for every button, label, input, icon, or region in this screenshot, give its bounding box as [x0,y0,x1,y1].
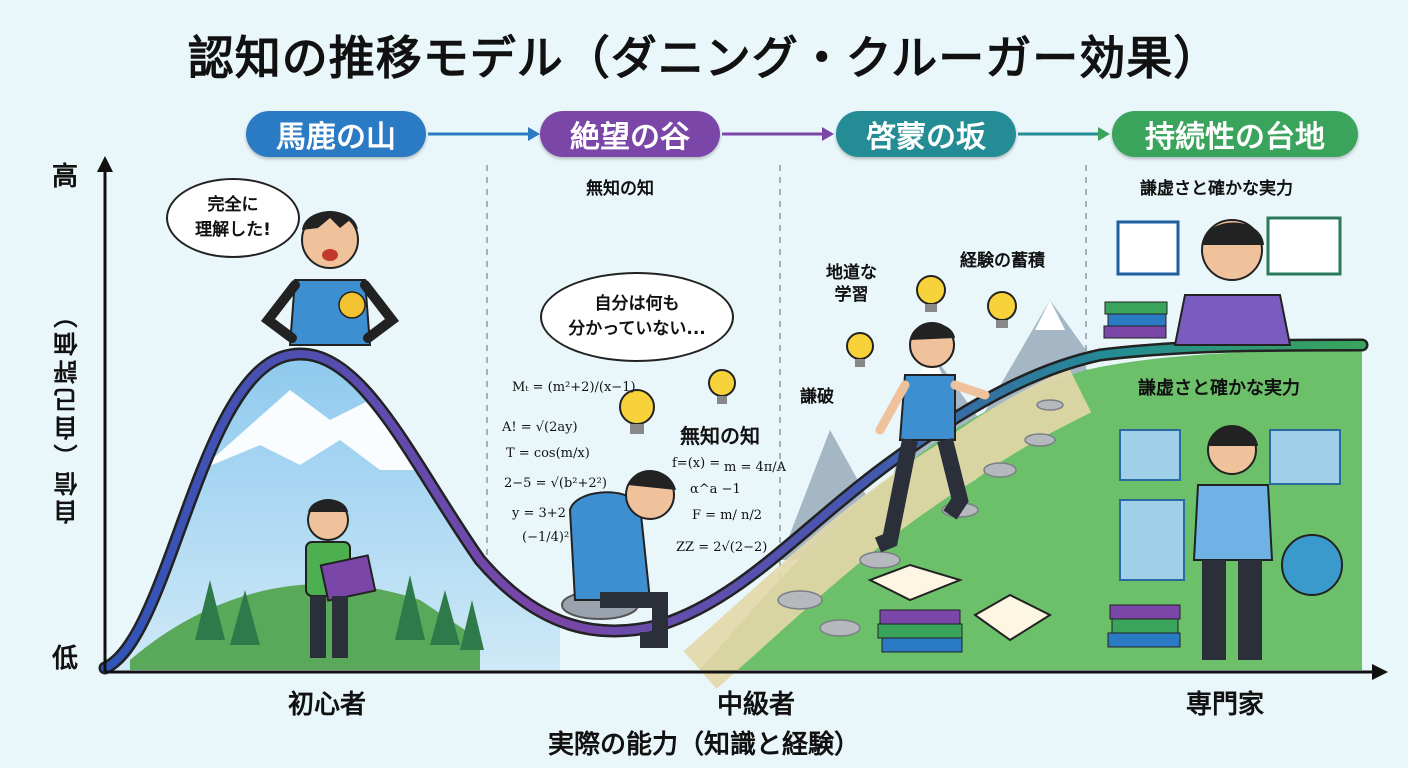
novice-speech-bubble: 完全に 理解した! [166,178,300,258]
humility-label: 謙破 [800,387,834,407]
ignorance-knowledge-label: 無知の知 [680,424,760,448]
axes [103,170,1375,674]
plateau-inner-label: 謙虚さと確かな実力 [1138,378,1300,399]
lightbulb-icon [916,275,946,312]
formula: Mₜ = (m²+2)/(x−1) [512,380,636,395]
green-slope [700,350,1362,670]
experience-label: 経験の蓄積 [960,251,1045,271]
stage-pill-plateau: 持続性の台地 [1112,111,1358,157]
x-tick-expert: 専門家 [1186,690,1265,720]
lightbulb-icon [619,389,655,434]
formula: α^a −1 [690,482,741,497]
formula: m = 4π/A [724,460,787,475]
climber-figure [874,322,990,553]
y-axis-title: 自信（自己評価） [54,300,82,524]
lightbulb-icon [987,291,1017,328]
lightbulb-icon [708,369,736,404]
stage-arrows [428,127,1110,141]
y-axis-arrow [97,156,113,172]
trees [195,575,484,650]
y-high-label: 高 [52,162,79,192]
novice-figure [260,211,400,346]
x-tick-novice: 初心者 [288,690,367,720]
confidence-curve [101,341,1366,672]
stage-pill-valley: 絶望の谷 [540,111,720,157]
books-pile [867,563,1053,653]
formula: ZZ = 2√(2−2) [676,540,768,555]
formula: T = cos(m/x) [506,446,590,461]
steady-learning-label: 地道な 学習 [826,263,877,306]
formula: y = 3+2 [512,506,566,521]
despair-speech-bubble: 自分は何も 分かっていない... [540,272,734,362]
formula: F = m/ n/2 [692,508,763,523]
formula: f=(x) = [672,456,721,471]
expert-bottom-figure [1107,425,1343,660]
stone-path [683,367,1092,689]
y-low-label: 低 [52,644,79,674]
formula: 2−5 = √(b²+2²) [504,476,607,491]
expert-top-figure [1103,216,1342,346]
despair-figure [561,470,676,648]
formula: (−1/4)² [522,530,570,545]
stage-pill-peak: 馬鹿の山 [246,111,426,157]
x-tick-intermediate: 中級者 [717,690,796,720]
formula: A! = √(2ay) [502,420,578,435]
x-axis-arrow [1372,664,1388,680]
despair-sublabel: 無知の知 [586,179,654,199]
x-axis-title: 実際の能力（知識と経験） [548,730,861,760]
page-title: 認知の推移モデル（ダニング・クルーガー効果） [187,31,1221,85]
snow-cap [200,390,420,470]
stage-pill-slope: 啓蒙の坂 [836,111,1016,157]
lightbulb-icon [846,332,874,367]
child-figure [305,499,377,658]
plateau-sublabel: 謙虚さと確かな実力 [1140,179,1293,199]
